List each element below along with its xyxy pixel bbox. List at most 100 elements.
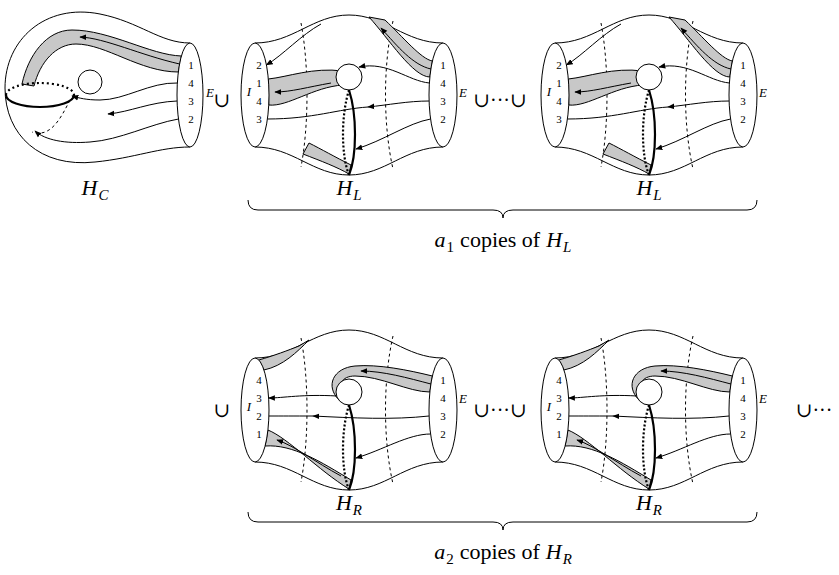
strand-number: 3 — [256, 393, 262, 404]
boundary-label: E — [459, 392, 467, 405]
strand — [275, 83, 331, 92]
boundary-ellipse — [429, 43, 457, 147]
surface-outline — [555, 15, 743, 43]
strand — [266, 24, 321, 65]
caption-text: H — [636, 490, 652, 515]
handle-hole — [636, 379, 662, 405]
strand — [356, 119, 431, 149]
handle-hole — [336, 379, 362, 405]
strand — [356, 434, 431, 458]
strand-number: 1 — [256, 429, 262, 440]
boundary-ellipse — [241, 358, 269, 462]
strand — [277, 440, 341, 476]
boundary-label: I — [547, 85, 551, 98]
strand — [35, 119, 179, 143]
caption-text: H — [336, 490, 352, 515]
strand — [681, 28, 731, 69]
strand-number: 1 — [740, 60, 746, 71]
strand-number: 2 — [740, 429, 746, 440]
strand-number: 2 — [440, 429, 446, 440]
strand — [577, 440, 641, 476]
boundary-label: E — [459, 86, 467, 99]
hidden-curve — [301, 338, 307, 482]
boundary-ellipse — [729, 358, 757, 462]
strand — [313, 416, 429, 418]
subscript: R — [563, 551, 572, 567]
boundary-ellipse — [177, 43, 203, 147]
strand-number: 1 — [556, 78, 562, 89]
strand — [659, 66, 729, 83]
strand-number: 3 — [440, 96, 446, 107]
strand-number: 4 — [256, 375, 262, 386]
strand — [569, 416, 613, 417]
strand — [613, 416, 729, 418]
meridian-curve — [649, 90, 655, 175]
strand-number: 1 — [440, 60, 446, 71]
strand-number: 4 — [740, 78, 746, 89]
handle-hole — [636, 64, 662, 90]
subscript: L — [353, 187, 361, 203]
strand — [368, 101, 429, 107]
piece-caption: HR — [636, 492, 662, 518]
meridian-curve — [6, 83, 74, 95]
strand-number: 1 — [188, 60, 194, 71]
boundary-ellipse — [729, 43, 757, 147]
meridian-curve — [6, 95, 74, 107]
strand — [269, 395, 337, 398]
strand-number: 3 — [556, 114, 562, 125]
strand-number: 4 — [556, 375, 562, 386]
boundary-label: I — [247, 400, 251, 413]
meridian-curve — [349, 405, 355, 490]
brace — [248, 512, 757, 530]
piece-caption: HC — [82, 177, 109, 203]
union-dots: ∪··· — [796, 400, 833, 420]
subscript: R — [353, 502, 362, 518]
boundary-label: E — [759, 392, 767, 405]
strand-number: 2 — [188, 114, 194, 125]
caption-text: copies of — [460, 227, 540, 252]
strand-number: 1 — [440, 375, 446, 386]
boundary-ellipse — [541, 358, 569, 462]
shaded-band — [669, 17, 732, 77]
union-symbol: ∪ — [214, 400, 231, 420]
boundary-ellipse — [429, 358, 457, 462]
strand-number: 1 — [256, 78, 262, 89]
hidden-curve — [32, 100, 70, 133]
strand-number: 3 — [556, 393, 562, 404]
strand-number: 2 — [556, 411, 562, 422]
subscript: C — [98, 187, 108, 203]
shaded-band — [568, 70, 643, 105]
hidden-curve — [686, 336, 694, 484]
strand — [269, 416, 313, 417]
subscript: L — [653, 187, 661, 203]
subscript: L — [563, 239, 571, 255]
shaded-band — [259, 340, 309, 370]
piece-caption: HL — [336, 177, 361, 203]
strand — [80, 37, 180, 64]
strand-number: 4 — [556, 96, 562, 107]
boundary-label: E — [206, 86, 214, 99]
strand-number: 2 — [256, 411, 262, 422]
strand-number: 1 — [556, 429, 562, 440]
caption-text: copies of — [460, 539, 540, 564]
strand-number: 4 — [740, 393, 746, 404]
surface-outline — [5, 12, 190, 163]
shaded-band — [369, 17, 432, 77]
strand — [361, 371, 431, 384]
union-dots: ∪···∪ — [473, 400, 527, 420]
strand-number: 4 — [440, 393, 446, 404]
meridian-curve — [343, 90, 349, 175]
strand-number: 2 — [740, 114, 746, 125]
meridian-curve — [349, 90, 355, 175]
copies-caption: a2copies ofHR — [434, 541, 572, 567]
piece-caption: HR — [336, 492, 362, 518]
strand-number: 4 — [440, 78, 446, 89]
meridian-curve — [643, 405, 649, 490]
caption-text: H — [336, 175, 352, 200]
hidden-curve — [386, 336, 394, 484]
strand — [575, 83, 631, 92]
strand-number: 2 — [256, 60, 262, 71]
shaded-band — [268, 70, 343, 105]
copies-caption: a1copies ofHL — [435, 229, 572, 255]
